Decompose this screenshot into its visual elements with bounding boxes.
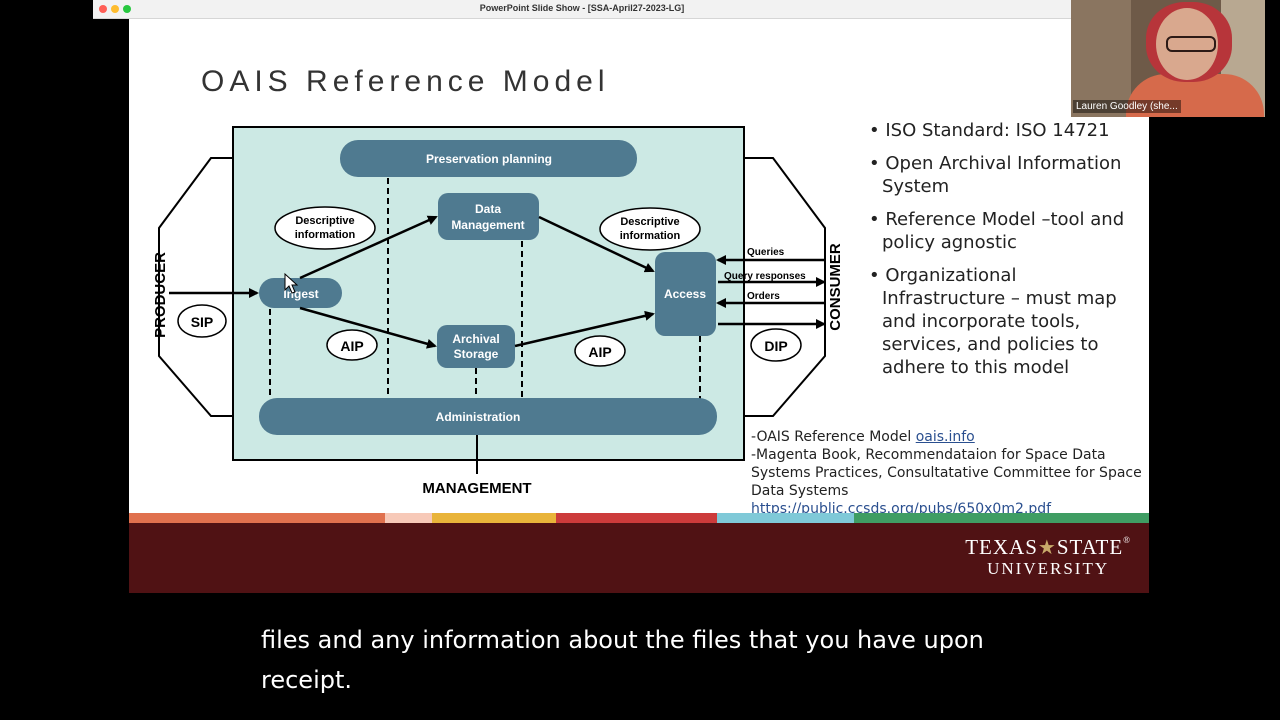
registered-mark: ®	[1123, 535, 1131, 545]
management-label: MANAGEMENT	[422, 480, 531, 497]
flow-arrows	[169, 215, 826, 349]
data-management-label-1: Data	[475, 202, 501, 216]
slide-footer: TEXAS★STATE® UNIVERSITY	[129, 523, 1149, 593]
logo-word-university: UNIVERSITY	[987, 559, 1110, 578]
ref-1-text: -OAIS Reference Model	[751, 429, 916, 445]
participant-name: Lauren Goodley (she...	[1073, 100, 1181, 113]
administration-label: Administration	[436, 410, 521, 424]
bullet-list: ISO Standard: ISO 14721 Open Archival In…	[869, 119, 1129, 389]
access-box	[655, 252, 716, 336]
descriptive-info-left-label-1: Descriptive	[295, 215, 354, 227]
stripe-5	[717, 513, 854, 523]
bullet-item: Reference Model –tool and policy agnosti…	[869, 208, 1129, 254]
oais-info-link[interactable]: oais.info	[915, 429, 975, 445]
live-caption: files and any information about the file…	[261, 620, 1021, 700]
logo-word-state: STATE	[1056, 535, 1124, 559]
descriptive-info-left-label-2: information	[295, 229, 356, 241]
aip-left-ellipse	[326, 329, 378, 361]
sip-ellipse	[177, 304, 227, 338]
query-responses-label: Query responses	[724, 271, 806, 282]
environment-outline	[158, 157, 826, 417]
university-logo: TEXAS★STATE® UNIVERSITY	[965, 535, 1131, 579]
stripe-2	[385, 513, 432, 523]
references: -OAIS Reference Model oais.info -Magenta…	[751, 428, 1146, 518]
bullet-item: Organizational Infrastructure – must map…	[869, 264, 1129, 379]
dip-label: DIP	[764, 338, 787, 354]
queries-label: Queries	[747, 247, 785, 258]
color-stripe-band	[129, 513, 1149, 523]
administration-box	[259, 398, 717, 435]
maximize-window-button[interactable]	[123, 5, 131, 13]
producer-label: PRODUCER	[152, 252, 169, 338]
data-management-label-2: Management	[451, 218, 524, 232]
window-title: PowerPoint Slide Show - [SSA-April27-202…	[479, 3, 685, 13]
dip-ellipse	[750, 328, 802, 362]
caption-line-1: files and any information about the file…	[261, 626, 984, 654]
window-titlebar: PowerPoint Slide Show - [SSA-April27-202…	[93, 0, 1071, 19]
dashed-connectors	[269, 178, 701, 399]
participant-glasses	[1166, 36, 1216, 52]
oais-diagram: Preservation planning Administration Dat…	[152, 126, 844, 497]
slide: OAIS Reference Model Preservation planni…	[129, 19, 1149, 593]
minimize-window-button[interactable]	[111, 5, 119, 13]
archival-storage-box	[437, 325, 515, 368]
aip-right-label: AIP	[588, 344, 611, 360]
slide-title: OAIS Reference Model	[201, 65, 610, 98]
close-window-button[interactable]	[99, 5, 107, 13]
descriptive-info-right-label-1: Descriptive	[620, 216, 679, 228]
stripe-4	[556, 513, 717, 523]
logo-word-texas: TEXAS	[965, 535, 1038, 559]
ingest-box	[259, 278, 342, 308]
stripe-1	[129, 513, 385, 523]
bullet-item: Open Archival Information System	[869, 152, 1129, 198]
descriptive-info-left-ellipse	[274, 206, 376, 250]
preservation-planning-label: Preservation planning	[426, 152, 552, 166]
bullet-item: ISO Standard: ISO 14721	[869, 119, 1129, 142]
preservation-planning-box	[340, 140, 637, 177]
orders-label: Orders	[747, 291, 780, 302]
descriptive-info-right-ellipse	[599, 207, 701, 251]
sip-label: SIP	[191, 314, 214, 330]
aip-left-label: AIP	[340, 338, 363, 354]
participant-video-tile[interactable]: Lauren Goodley (she...	[1071, 0, 1265, 117]
caption-line-2: receipt.	[261, 666, 353, 694]
archival-storage-label-1: Archival	[452, 332, 499, 346]
descriptive-info-right-label-2: information	[620, 230, 681, 242]
star-icon: ★	[1037, 537, 1057, 559]
ingest-label: Ingest	[283, 287, 318, 301]
access-label: Access	[664, 287, 706, 301]
aip-right-ellipse	[574, 335, 626, 367]
mouse-cursor-icon	[284, 272, 299, 294]
stripe-6	[854, 513, 1149, 523]
ref-2-text: -Magenta Book, Recommendataion for Space…	[751, 447, 1142, 499]
background-bookshelf	[1071, 0, 1131, 117]
consumer-label: CONSUMER	[827, 243, 844, 331]
archival-storage-label-2: Storage	[454, 347, 499, 361]
stripe-3	[432, 513, 556, 523]
data-management-box	[438, 193, 539, 240]
